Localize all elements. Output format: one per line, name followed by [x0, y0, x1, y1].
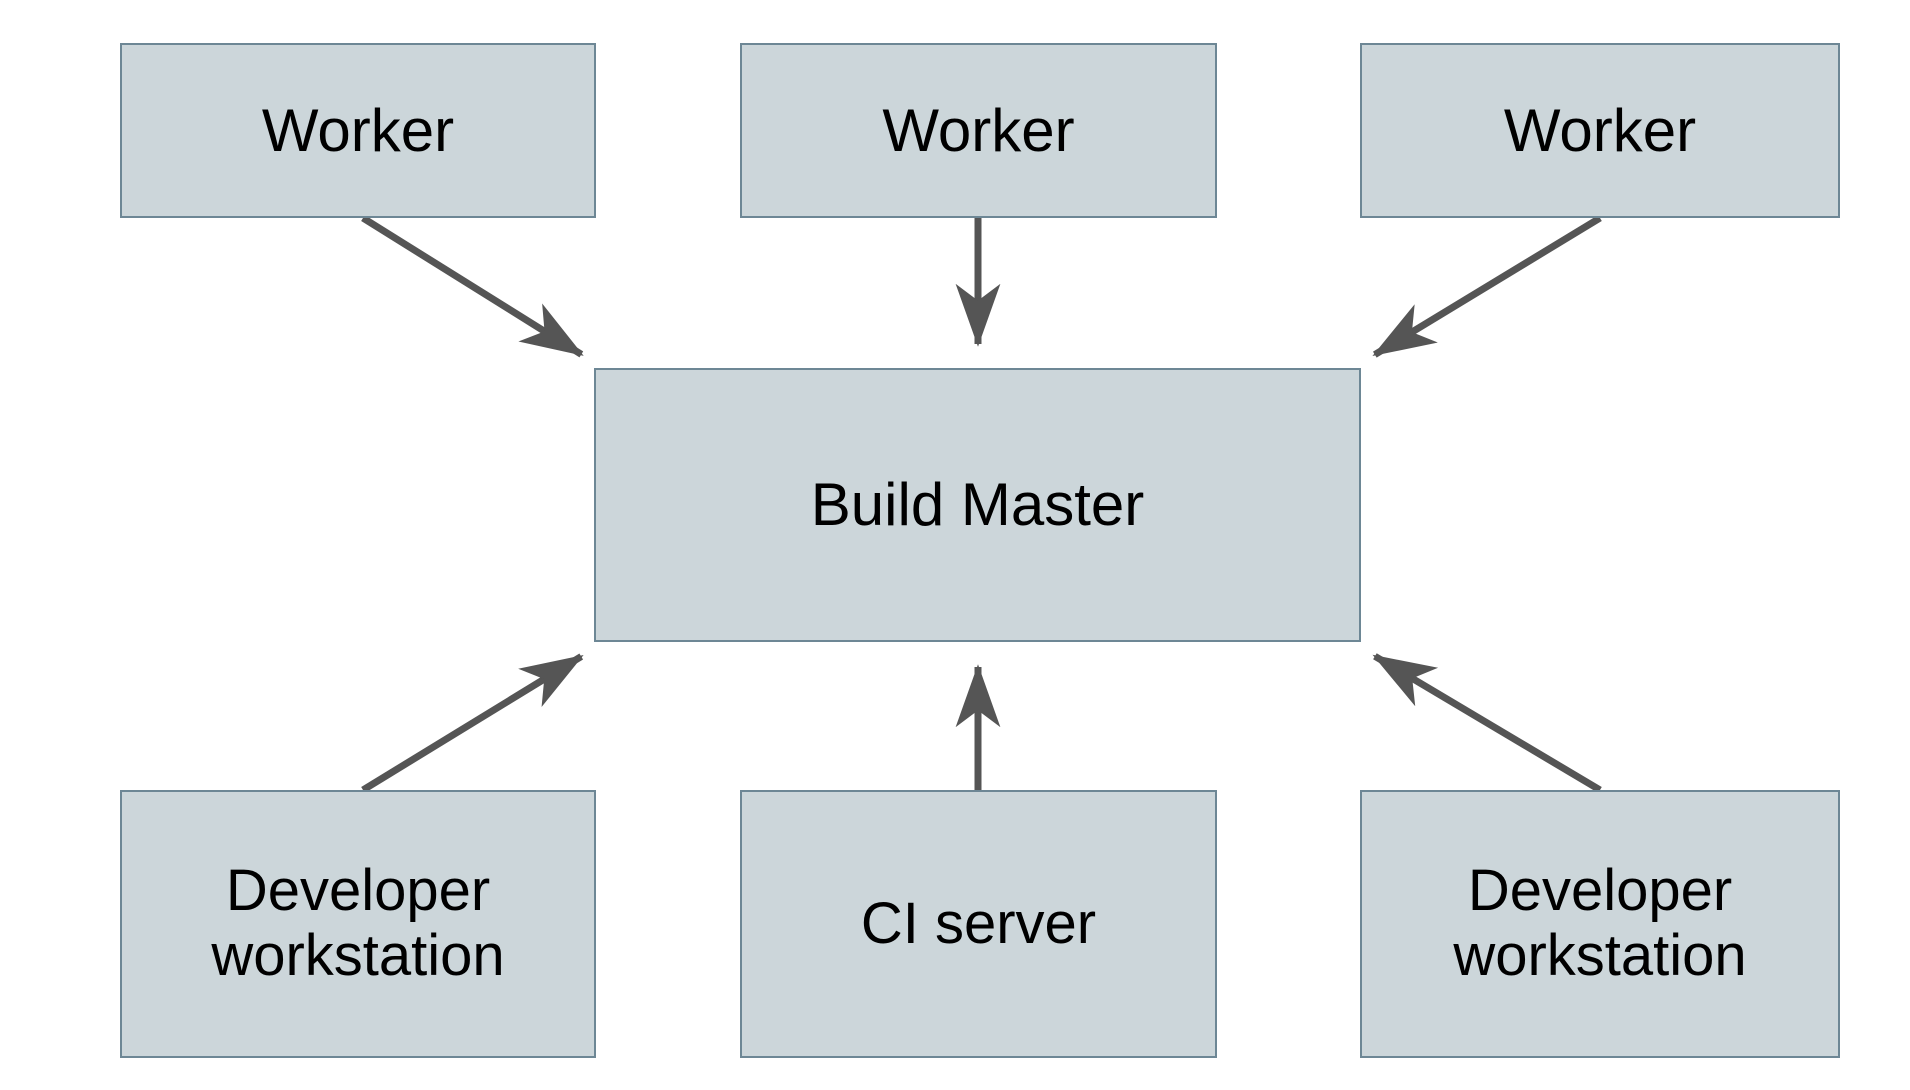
node-label: Worker [882, 96, 1075, 164]
node-worker-2[interactable]: Worker [740, 43, 1217, 218]
edge-worker3-to-master [1372, 215, 1602, 358]
node-label: Worker [261, 96, 455, 164]
edge-devws1-to-master [361, 653, 584, 793]
node-label: Build Master [810, 471, 1145, 539]
edge-devws2-to-master [1372, 653, 1602, 794]
node-build-master[interactable]: Build Master [594, 368, 1361, 642]
node-worker-3[interactable]: Worker [1360, 43, 1840, 218]
node-label: Worker [1503, 96, 1697, 164]
node-label: Developer workstation [1453, 858, 1747, 988]
edge-worker1-to-master [361, 215, 584, 358]
node-label: CI server [860, 890, 1097, 956]
node-ci-server[interactable]: CI server [740, 790, 1217, 1058]
node-developer-workstation-1[interactable]: Developer workstation [120, 790, 596, 1058]
node-worker-1[interactable]: Worker [120, 43, 596, 218]
node-developer-workstation-2[interactable]: Developer workstation [1360, 790, 1840, 1058]
node-label: Developer workstation [211, 858, 505, 988]
